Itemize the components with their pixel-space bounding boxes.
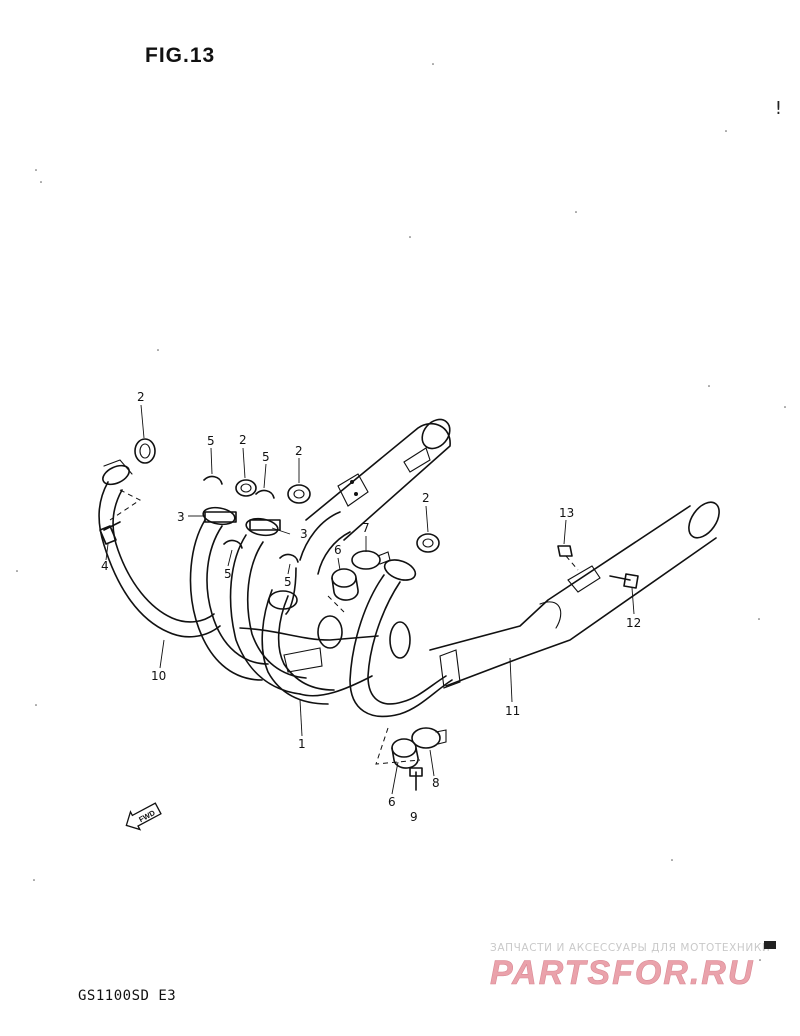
bolt-12 [609, 573, 639, 589]
retainer-5d [279, 553, 299, 563]
flange-3a [204, 511, 237, 523]
watermark-marker [764, 941, 776, 949]
watermark-logo-text: PARTSFOR.RU [490, 954, 754, 992]
callout-12: 12 [626, 616, 641, 630]
callout-5b: 5 [262, 450, 270, 464]
model-code: GS1100SD E3 [78, 988, 177, 1004]
exhaust-pipe-1 [189, 506, 411, 705]
callout-5c: 5 [224, 567, 232, 581]
callout-3a: 3 [177, 510, 185, 524]
bolt-9 [409, 767, 423, 791]
callout-5d: 5 [284, 575, 292, 589]
exhaust-pipe-10 [98, 459, 221, 638]
callout-2a: 2 [137, 390, 145, 404]
watermark-logo: PARTSFOR.RU [490, 954, 754, 992]
stud-bolt-4 [99, 521, 121, 545]
callout-2c: 2 [295, 444, 303, 458]
assembly-line [375, 727, 421, 765]
gasket-2c [287, 484, 311, 504]
callout-6a: 6 [334, 543, 342, 557]
scan-specks [16, 63, 786, 961]
margin-mark: ! [773, 98, 784, 119]
watermark-tagline: ЗАПЧАСТИ И АКСЕССУАРЫ ДЛЯ МОТОТЕХНИКИ [490, 942, 771, 954]
callout-5a: 5 [207, 434, 215, 448]
callout-11: 11 [505, 704, 520, 718]
gasket-2d [416, 533, 440, 553]
assembly-line [327, 595, 345, 613]
retainer-5c [223, 539, 243, 549]
callout-8: 8 [432, 776, 440, 790]
connector-6a [331, 568, 359, 601]
callout-10: 10 [151, 669, 166, 683]
callout-7: 7 [362, 521, 370, 535]
clamp-8 [411, 727, 447, 749]
leader-lines [105, 404, 635, 795]
forward-arrow-icon: FWD [125, 802, 162, 831]
gasket-2a [134, 438, 156, 464]
figure-title: FIG.13 [145, 44, 216, 67]
exhaust-pipe-11 [349, 501, 720, 718]
retainer-5a [203, 475, 223, 485]
left-muffler [285, 418, 451, 615]
callout-3b: 3 [300, 527, 308, 541]
callout-4: 4 [101, 559, 109, 573]
callout-6b: 6 [388, 795, 396, 809]
callout-1: 1 [298, 737, 306, 751]
callout-13: 13 [559, 506, 574, 520]
callout-2b: 2 [239, 433, 247, 447]
assembly-line [565, 555, 579, 571]
flange-3b [249, 519, 281, 531]
nut-13 [557, 545, 573, 557]
gasket-2b [235, 479, 257, 497]
callout-2d: 2 [422, 491, 430, 505]
callout-9: 9 [410, 810, 418, 824]
assembly-line [109, 489, 141, 521]
retainer-5b [255, 489, 275, 499]
